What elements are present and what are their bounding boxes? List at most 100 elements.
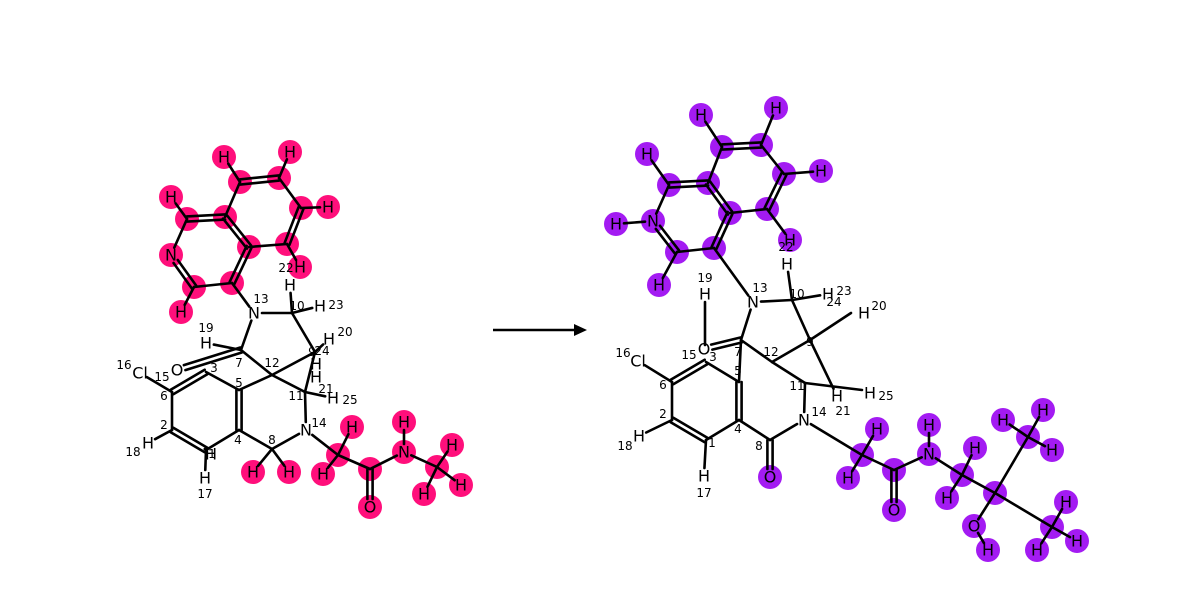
reactant-atom-label: H: [398, 413, 410, 432]
product-atom-label: H: [1071, 532, 1083, 551]
product-bond-57: [993, 435, 1030, 495]
product-bond-24: [808, 338, 835, 391]
product-bond-58: [1008, 423, 1030, 439]
reactant-atom-label: H: [284, 143, 296, 162]
arrow-head: [574, 324, 587, 336]
product-atom-label: H: [641, 145, 653, 164]
product-atom-label: Cl: [630, 352, 646, 371]
product-highlight-34: [976, 538, 1000, 562]
reactant-atom-number: 22: [278, 261, 293, 275]
reactant-bond-42: [237, 428, 274, 451]
reactant-bond-24: [303, 390, 327, 398]
product-bond-51: [892, 456, 924, 472]
product-atom-number: 12: [763, 345, 778, 359]
reactant-atom-label: N: [300, 421, 312, 440]
reactant-atom-number: 5: [235, 376, 243, 390]
product-highlight-30: [1031, 398, 1055, 422]
reactant-atom-label: H: [165, 188, 177, 207]
product-bond-38-b: [672, 416, 709, 440]
product-bond-12: [759, 114, 775, 147]
product-bond-39: [704, 418, 741, 442]
product-highlight-1: [764, 96, 788, 120]
reactant-atom-label: H: [346, 418, 358, 437]
product-bond-10-a: [715, 212, 734, 251]
reactant-bond-8-a: [172, 261, 194, 290]
reactant-atom-label: H: [310, 368, 322, 387]
reactant-bond-17: [230, 281, 251, 308]
product-highlight-10: [641, 209, 665, 233]
product-bond-31: [803, 381, 864, 392]
reactant-bond-7: [172, 217, 189, 249]
product-atom-label: H: [941, 489, 953, 508]
product-bonds: [622, 114, 1072, 545]
reactant-bond-21: [290, 311, 317, 354]
reactant-atom-label: H: [175, 303, 187, 322]
product-atom-label: H: [831, 387, 843, 406]
reactant-bond-8-b: [176, 258, 198, 287]
product-bond-1: [759, 143, 786, 176]
reactant-atom-label: H: [455, 476, 467, 495]
product-atom-number: 20: [871, 299, 886, 313]
product-highlight-29: [991, 408, 1015, 432]
reactant-atom-label: H: [446, 436, 458, 455]
product-bond-2-b: [768, 173, 788, 212]
product-atom-number: 14: [811, 405, 826, 419]
product-atom-label: H: [1031, 541, 1043, 560]
reactant-bond-20: [290, 306, 314, 315]
reactant-bond-53: [409, 454, 439, 469]
product-highlight-9: [604, 212, 628, 236]
product-atom-label: H: [871, 420, 883, 439]
reactant-highlight-3: [278, 140, 302, 164]
reactant-highlight-7: [159, 185, 183, 209]
reactant-bond-44: [256, 447, 274, 468]
product-atom-number: 5: [734, 364, 742, 378]
reactant-highlight-25: [440, 433, 464, 457]
reactant-atom-label: N: [398, 443, 410, 462]
product-bond-17: [765, 207, 787, 235]
reactant-atom-number: 13: [253, 292, 268, 306]
reactant-bond-29: [270, 350, 317, 377]
product-highlight-8: [809, 159, 833, 183]
reactant-atom-label: N: [165, 246, 177, 265]
reactant-bond-0-a: [238, 179, 281, 186]
product-atom-label: H: [815, 162, 827, 181]
product-bond-8-b: [658, 224, 681, 252]
reactant-bond-35-a: [172, 426, 209, 450]
product-bond-10-b: [710, 210, 729, 249]
product-atom-label: H: [923, 416, 935, 435]
reactant-atom-number: 10: [289, 299, 304, 313]
reactant-atom-label: H: [283, 463, 295, 482]
product-atom-label: H: [982, 541, 994, 560]
reactant-atom-label: H: [317, 465, 329, 484]
reactant-atom-number: 25: [342, 393, 357, 407]
reactant-atom-number: 15: [154, 370, 169, 384]
reactant-bond-10-a: [233, 246, 253, 286]
product-bond-34: [704, 360, 741, 384]
product-bond-43: [737, 418, 772, 442]
reactant-bond-4-a: [225, 214, 253, 247]
product-atom-label: O: [698, 340, 711, 359]
product-bond-45: [768, 422, 799, 442]
reactant-atom-number: 11: [288, 389, 303, 403]
product-bond-16: [661, 250, 679, 280]
reactant-bond-2-b: [288, 207, 305, 247]
product-highlight-16: [647, 273, 671, 297]
product-atom-number: 25: [878, 389, 893, 403]
reactant-bond-28: [239, 348, 274, 377]
reaction-arrow: [493, 324, 587, 336]
reactant-bond-22: [313, 343, 325, 354]
reactant-bond-13: [299, 205, 322, 210]
product-atom-number: 10: [789, 287, 804, 301]
product-highlight-32: [1040, 438, 1064, 462]
product-bond-65: [1050, 525, 1072, 539]
reactant-atom-label: H: [322, 198, 334, 217]
product-highlight-33: [962, 514, 986, 538]
reactant-atom-number: 4: [234, 433, 242, 447]
product-atom-number: 17: [696, 486, 711, 500]
reactant-atom-number: 3: [210, 361, 218, 375]
reactant-bond-49: [336, 453, 372, 471]
product-highlight-27: [935, 486, 959, 510]
product-bond-4-b: [704, 183, 730, 216]
reactant-atom-label: H: [323, 330, 335, 349]
